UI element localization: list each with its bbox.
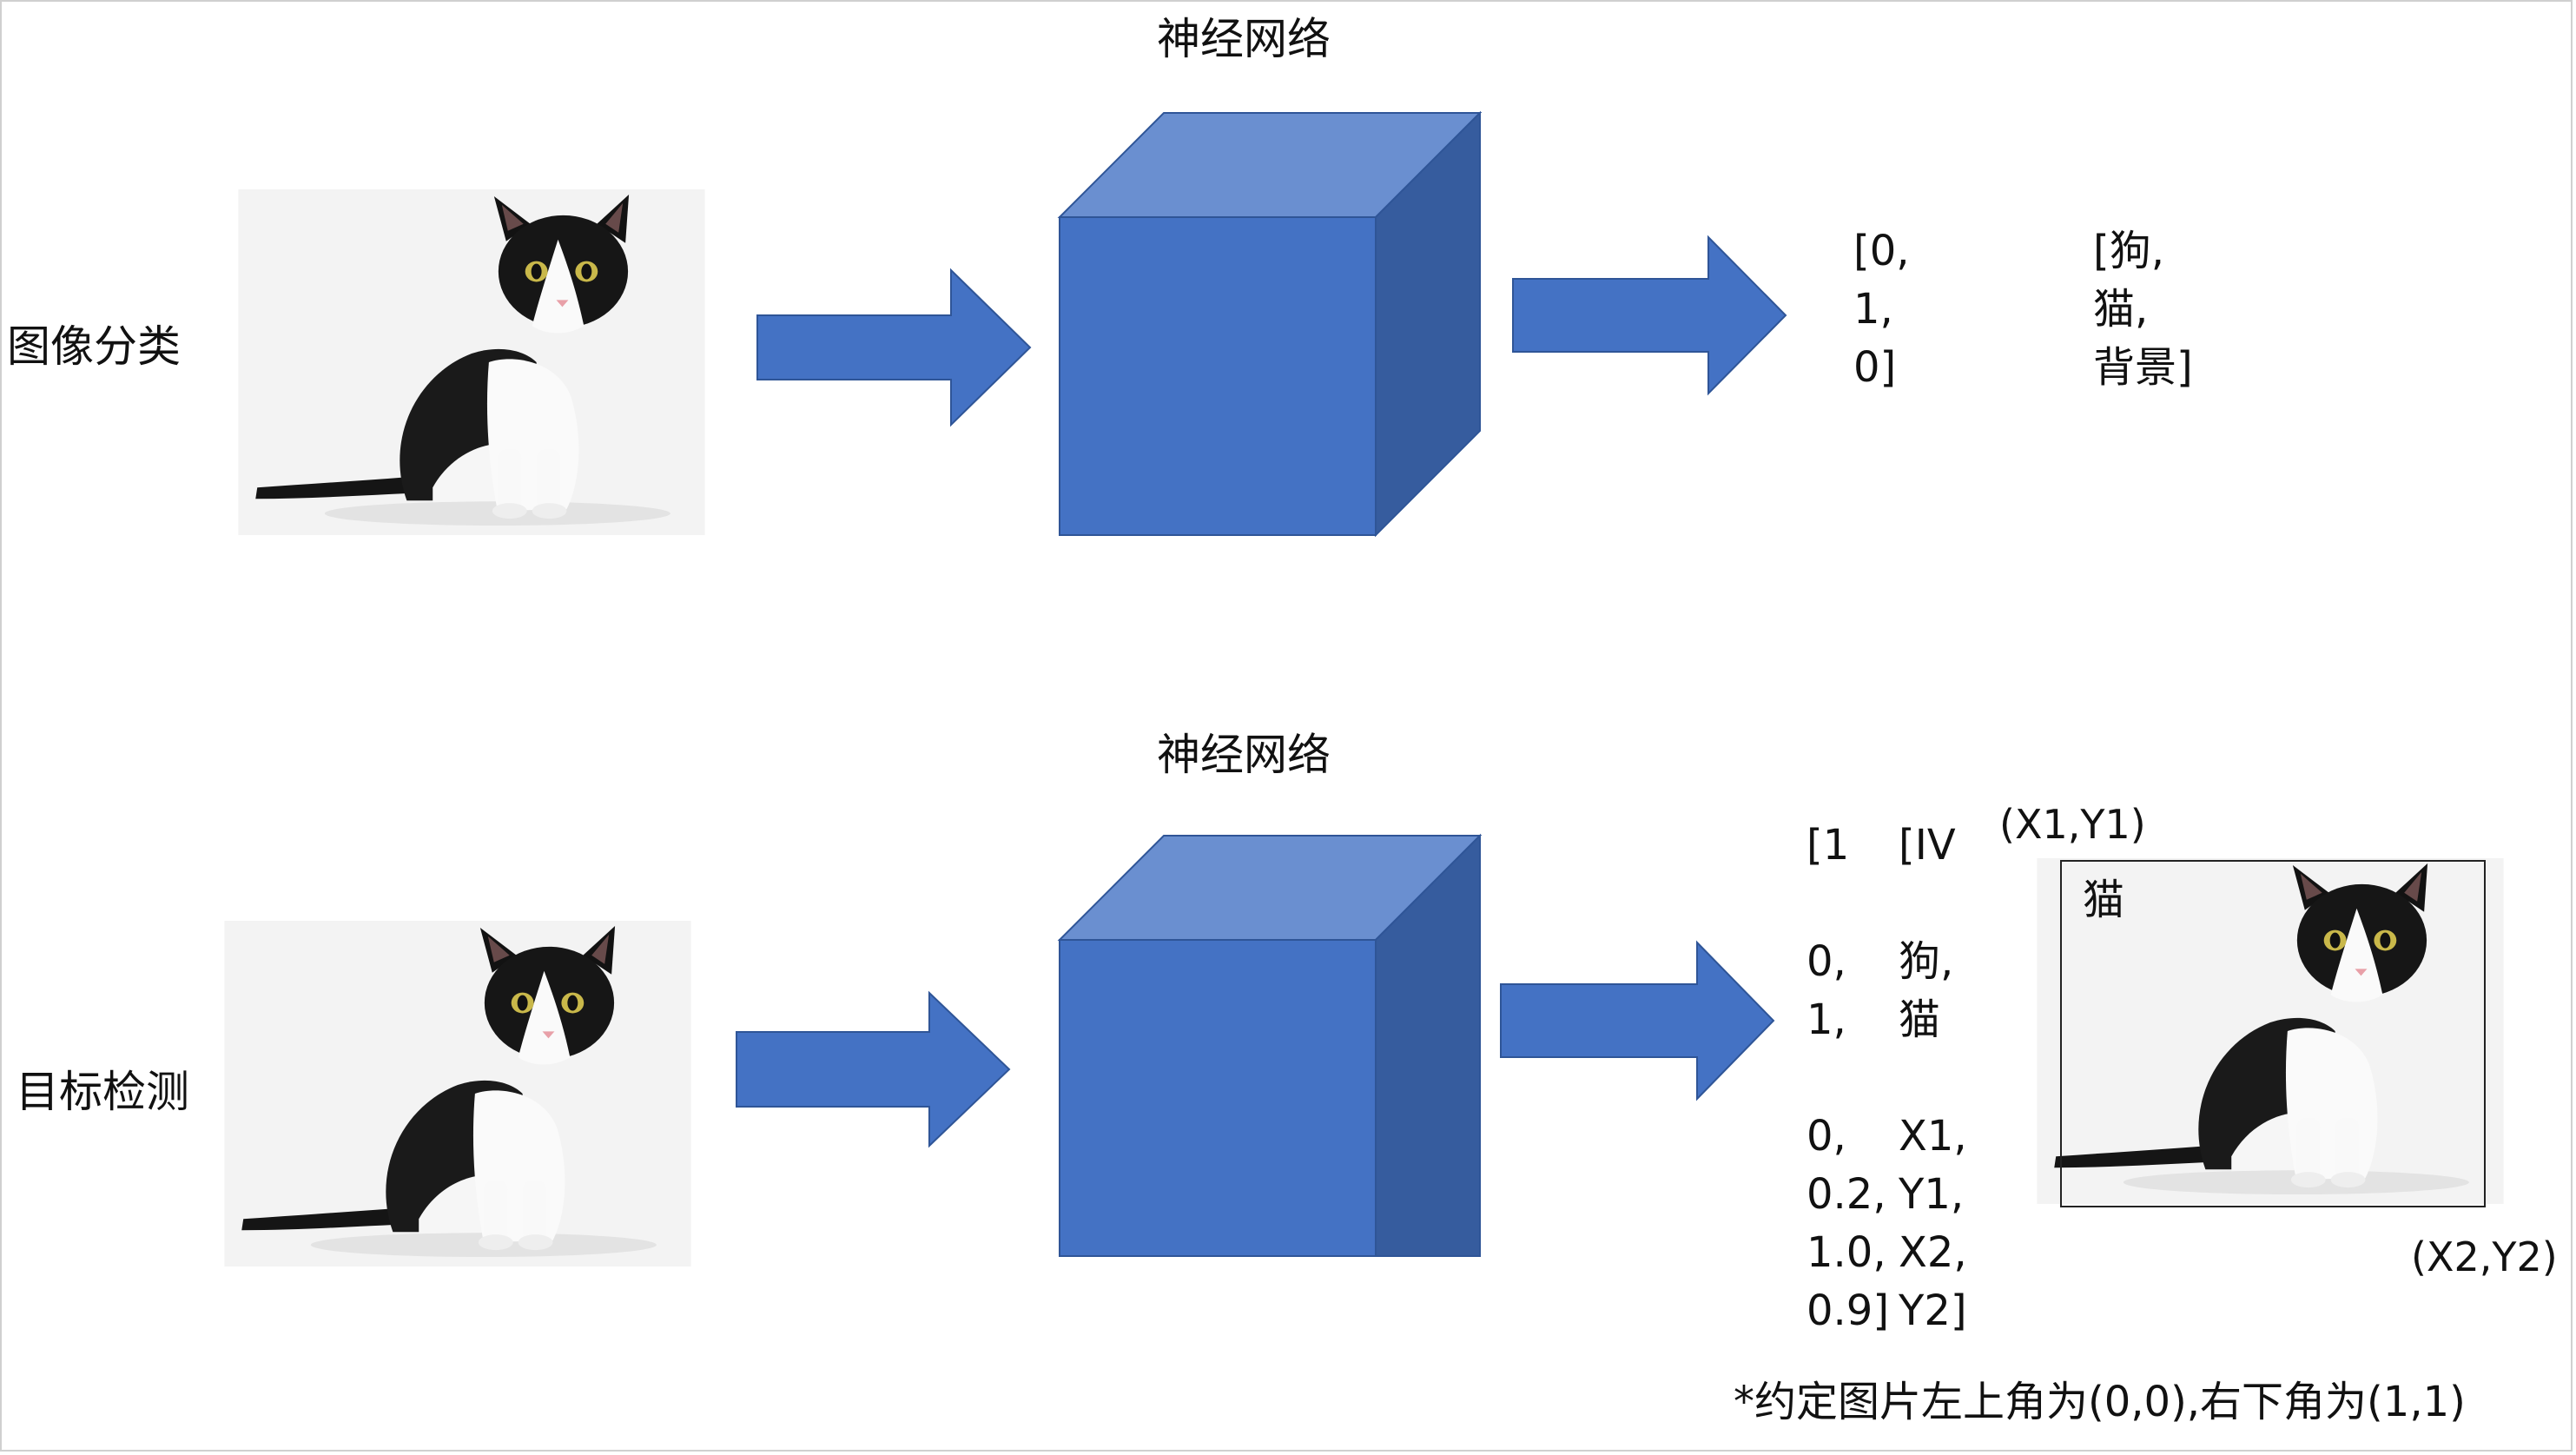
input-arrow-classification (756, 268, 1032, 427)
output-value: 0.2, (1807, 1170, 1886, 1219)
detection-output-keys: [IV 狗, 猫 X1, Y1, X2, Y2] (1899, 817, 1967, 1340)
detection-label: 目标检测 (16, 1067, 189, 1117)
output-key: Y2] (1899, 1286, 1967, 1335)
detection-output-values: [1 0, 1, 0, 0.2, 1.0, 0.9] (1807, 817, 1889, 1340)
output-key: 猫 (1899, 995, 1941, 1044)
output-value: 0.9] (1807, 1286, 1890, 1335)
output-value: 0, (1807, 937, 1846, 986)
classification-label: 图像分类 (7, 321, 181, 372)
output-class: 背景] (2093, 343, 2193, 392)
cat-photo-detection (224, 921, 691, 1267)
output-value: 1.0, (1807, 1228, 1886, 1277)
network-label-classification: 神经网络 (1157, 14, 1331, 64)
output-key (1899, 1049, 1967, 1108)
output-value: 0, (1807, 1112, 1846, 1161)
output-value: [0, (1853, 227, 1910, 275)
output-arrow-classification (1512, 235, 1787, 396)
network-label-detection: 神经网络 (1157, 730, 1331, 780)
output-key: [IV (1899, 821, 1956, 870)
bounding-box (2060, 860, 2486, 1207)
cat-photo-classification (238, 189, 705, 535)
footnote: *约定图片左上角为(0,0),右下角为(1,1) (1734, 1378, 2466, 1426)
output-key: 狗, (1899, 937, 1954, 986)
output-value: 1, (1807, 995, 1846, 1044)
output-arrow-detection (1500, 940, 1775, 1101)
corner-label-top-left: (X1,Y1) (1999, 801, 2146, 848)
output-value (1807, 1049, 1889, 1108)
output-value: 0] (1853, 343, 1897, 392)
corner-label-bottom-right: (X2,Y2) (2411, 1233, 2558, 1280)
output-key: Y1, (1899, 1170, 1965, 1219)
classification-output-classes: [狗, 猫, 背景] (2093, 222, 2193, 397)
input-arrow-detection (736, 990, 1011, 1148)
neural-network-cube-detection (1057, 833, 1483, 1257)
output-key: X2, (1899, 1228, 1967, 1277)
output-class: [狗, (2093, 227, 2164, 275)
output-class: 猫, (2093, 285, 2149, 334)
output-value (1807, 875, 1889, 933)
output-value: [1 (1807, 821, 1850, 870)
neural-network-cube-classification (1057, 110, 1483, 537)
output-key (1899, 875, 1967, 933)
bounding-box-label: 猫 (2083, 876, 2125, 924)
output-key: X1, (1899, 1112, 1967, 1161)
output-value: 1, (1853, 285, 1893, 334)
classification-output-values: [0, 1, 0] (1853, 222, 1910, 397)
